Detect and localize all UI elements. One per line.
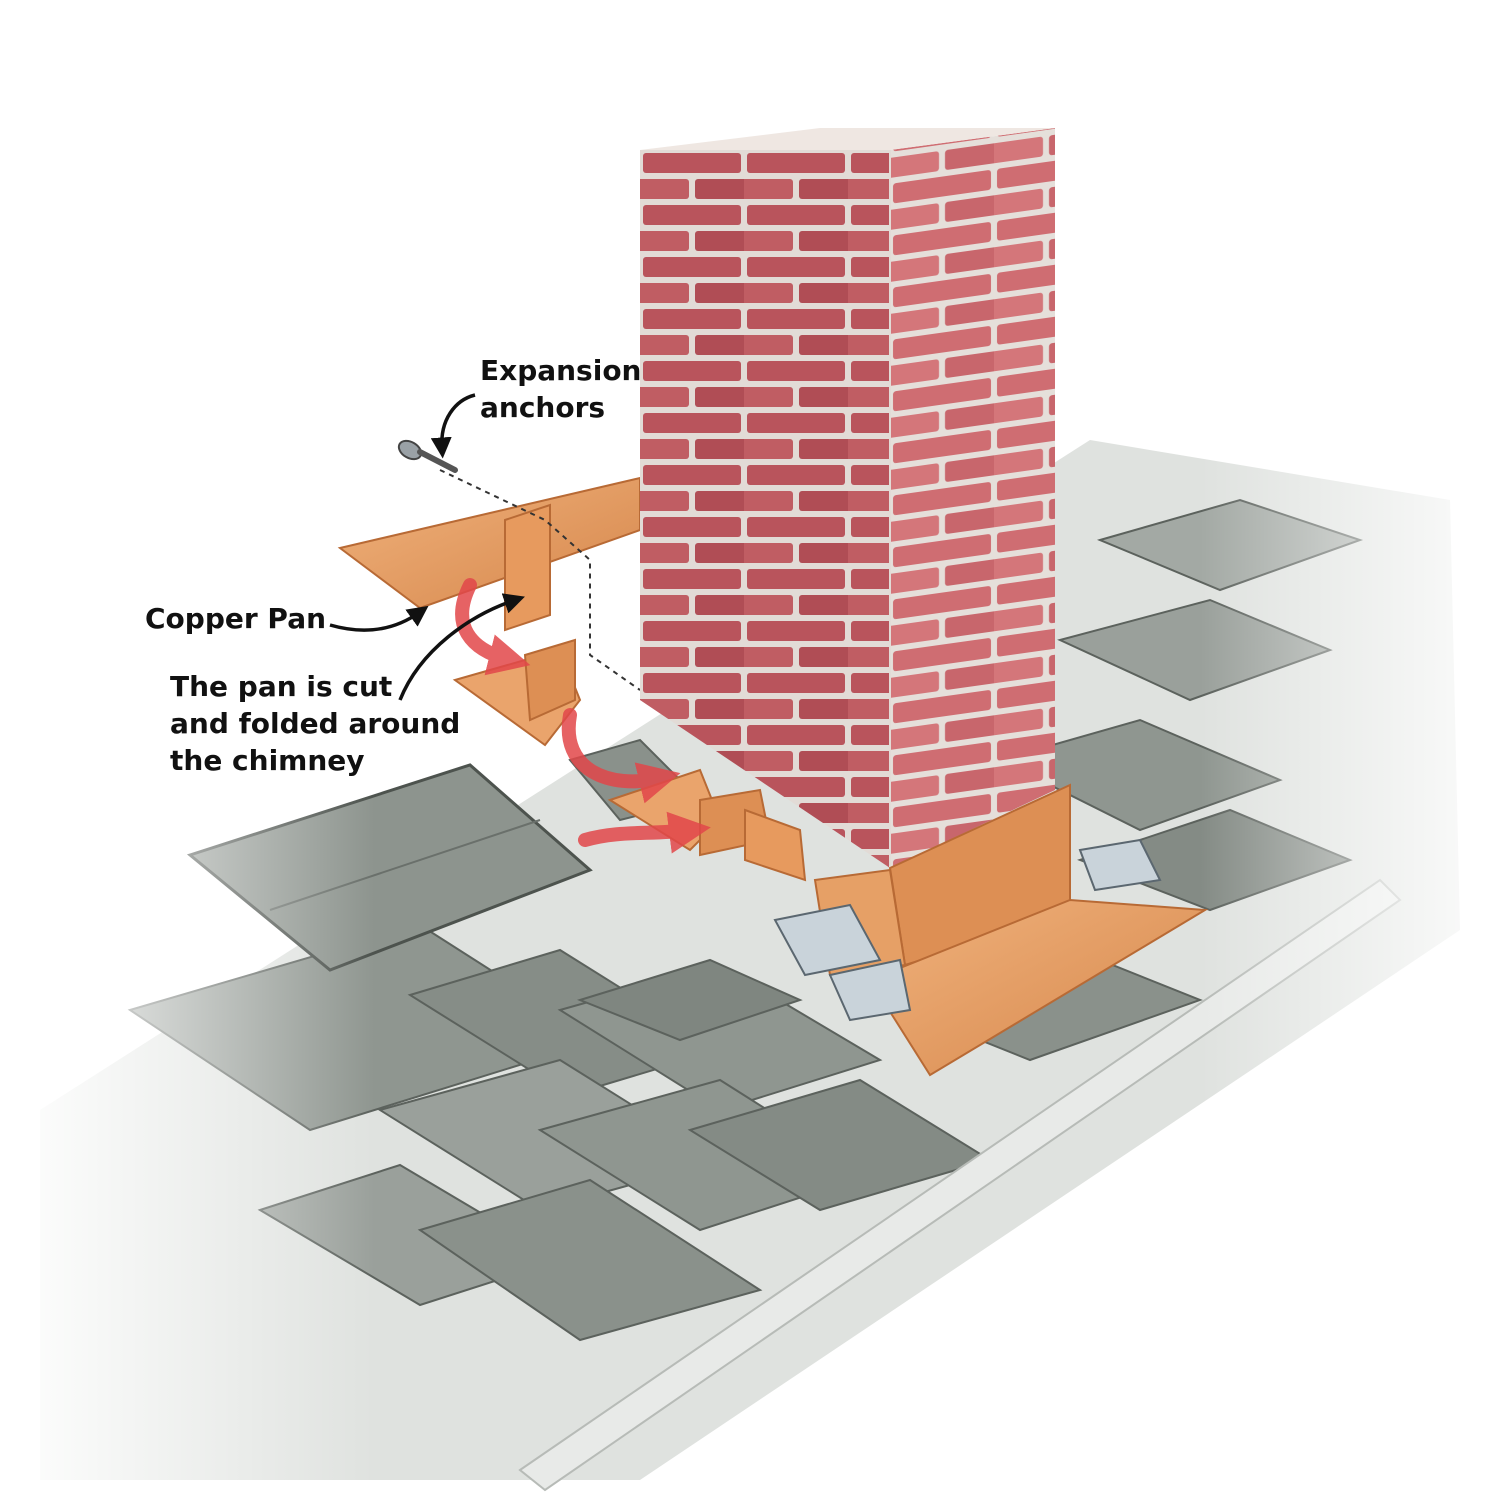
- pan-cut-folded-label: The pan is cut and folded around the chi…: [170, 670, 461, 777]
- label-leaders: [329, 393, 525, 701]
- expansion-anchors-leader: [430, 393, 476, 459]
- expansion-anchors-label: Expansion anchors: [480, 354, 642, 424]
- metal-clips: [773, 838, 1162, 1022]
- copper-pan-leader: [329, 605, 429, 632]
- chimney: [640, 128, 1055, 868]
- pan-cut-leader: [398, 593, 525, 701]
- curved-arrow-icon: [455, 578, 711, 854]
- expansion-anchor-icon: [397, 439, 458, 473]
- copper-pan-label: Copper Pan: [145, 602, 327, 635]
